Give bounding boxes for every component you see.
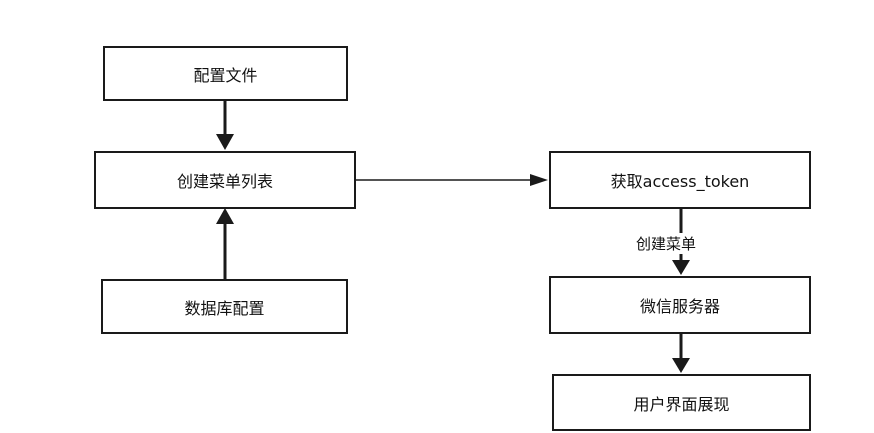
arrowhead-create-list-to-token (530, 174, 548, 186)
node-user-ui-label: 用户界面展现 (633, 394, 730, 414)
node-db-config-label: 数据库配置 (184, 298, 265, 318)
node-config-file: 配置文件 (103, 46, 348, 101)
arrowhead-config-to-create-list (216, 134, 234, 150)
node-create-menu-list-label: 创建菜单列表 (176, 172, 273, 191)
node-user-ui: 用户界面展现 (552, 374, 811, 431)
edge-label-create-menu: 创建菜单 (634, 233, 699, 254)
node-get-access-token: 获取access_token (549, 151, 811, 209)
node-wechat-server-label: 微信服务器 (639, 297, 720, 316)
node-get-access-token-label: 获取access_token (610, 172, 750, 191)
node-db-config: 数据库配置 (101, 279, 348, 334)
node-create-menu-list: 创建菜单列表 (94, 151, 356, 209)
arrowhead-server-to-ui (672, 358, 690, 373)
arrowhead-db-to-create-list (216, 208, 234, 224)
node-config-file-label: 配置文件 (193, 65, 258, 85)
node-wechat-server: 微信服务器 (549, 276, 811, 334)
arrowhead-token-to-server (672, 260, 690, 275)
